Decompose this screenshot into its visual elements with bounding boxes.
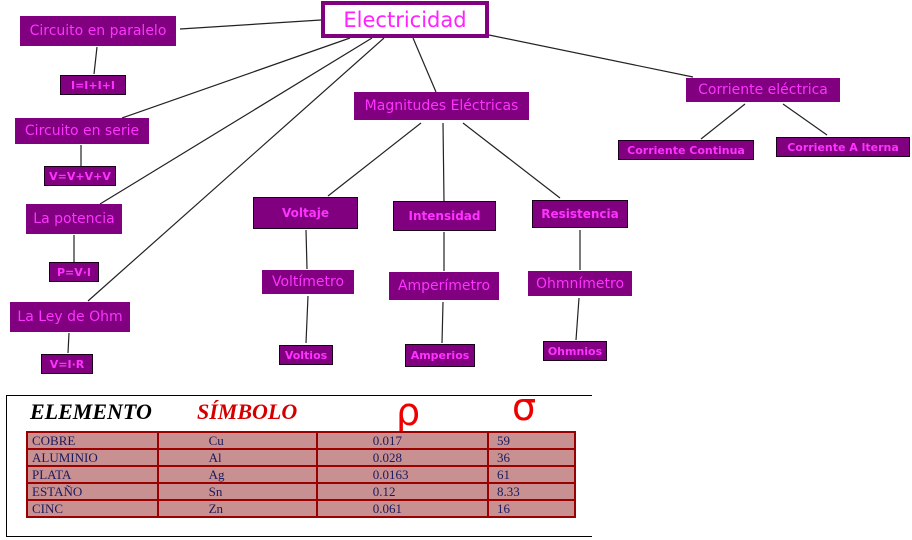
- node-intensidad: Intensidad: [393, 201, 496, 231]
- cell-sigma: 16: [486, 499, 577, 518]
- link-ohm-formula: [67, 332, 70, 354]
- link-magnitudes-voltaje: [327, 122, 422, 197]
- cell-simbolo: Cu: [156, 431, 318, 450]
- node-voltios: Voltios: [279, 345, 333, 365]
- cell-sigma: 59: [486, 431, 577, 450]
- link-magnitudes-resistencia: [462, 122, 561, 199]
- cell-rho: 0.061: [315, 499, 489, 518]
- node-circuito-paralelo: Circuito en paralelo: [20, 16, 176, 46]
- cell-rho: 0.12: [315, 482, 489, 501]
- node-voltaje: Voltaje: [253, 197, 358, 229]
- cell-elemento: ESTAÑO: [26, 482, 159, 501]
- link-corriente-alterna: [782, 103, 828, 136]
- node-magnitudes: Magnitudes Eléctricas: [354, 92, 529, 120]
- cell-sigma: 61: [486, 465, 577, 484]
- cell-rho: 0.028: [315, 448, 489, 467]
- node-voltimetro: Voltímetro: [262, 270, 354, 294]
- node-ohmnios: Ohmnios: [543, 341, 607, 361]
- link-voltaje-instrument: [305, 229, 308, 270]
- formula-paralelo: I=I+I+I: [60, 75, 126, 95]
- link-paralelo-formula: [93, 46, 98, 75]
- node-corriente-continua: Corriente Continua: [618, 140, 754, 160]
- formula-ley-ohm: V=I·R: [41, 354, 93, 374]
- cell-simbolo: Ag: [156, 465, 318, 484]
- link-voltimetro-unit: [305, 295, 309, 344]
- node-ohmnimetro: Ohmnímetro: [528, 271, 632, 296]
- formula-potencia: P=V·I: [49, 262, 99, 282]
- root-node: Electricidad: [321, 1, 489, 38]
- link-root-ohm: [87, 37, 385, 302]
- link-ohmnimetro-unit: [575, 297, 580, 341]
- node-resistencia: Resistencia: [532, 200, 628, 228]
- cell-simbolo: Sn: [156, 482, 318, 501]
- node-corriente-electrica: Corriente eléctrica: [686, 78, 840, 102]
- header-rho: ρ: [396, 390, 421, 434]
- formula-serie: V=V+V+V: [44, 166, 116, 186]
- cell-elemento: ALUMINIO: [26, 448, 159, 467]
- node-ley-ohm: La Ley de Ohm: [10, 302, 130, 332]
- cell-elemento: COBRE: [26, 431, 159, 450]
- node-corriente-alterna: Corriente A lterna: [776, 137, 910, 157]
- link-root-paralelo: [179, 19, 322, 30]
- header-elemento: ELEMENTO: [30, 399, 152, 424]
- link-amperimetro-unit: [441, 301, 444, 344]
- table-frame: [6, 395, 592, 537]
- cell-elemento: PLATA: [26, 465, 159, 484]
- node-amperimetro: Amperímetro: [389, 272, 499, 300]
- node-potencia: La potencia: [26, 204, 122, 234]
- cell-simbolo: Al: [156, 448, 318, 467]
- cell-rho: 0.0163: [315, 465, 489, 484]
- cell-elemento: CINC: [26, 499, 159, 518]
- link-magnitudes-intensidad: [442, 122, 445, 202]
- cell-sigma: 36: [486, 448, 577, 467]
- header-sigma: σ: [512, 385, 537, 429]
- node-amperios: Amperios: [405, 344, 475, 367]
- cell-simbolo: Zn: [156, 499, 318, 518]
- cell-sigma: 8.33: [486, 482, 577, 501]
- cell-rho: 0.017: [315, 431, 489, 450]
- link-root-corriente: [488, 34, 694, 78]
- link-corriente-continua: [700, 103, 746, 140]
- header-simbolo: SÍMBOLO: [197, 399, 298, 424]
- link-root-serie: [121, 37, 351, 119]
- node-circuito-serie: Circuito en serie: [15, 118, 149, 144]
- link-root-potencia: [99, 37, 373, 205]
- link-root-magnitudes: [412, 37, 437, 93]
